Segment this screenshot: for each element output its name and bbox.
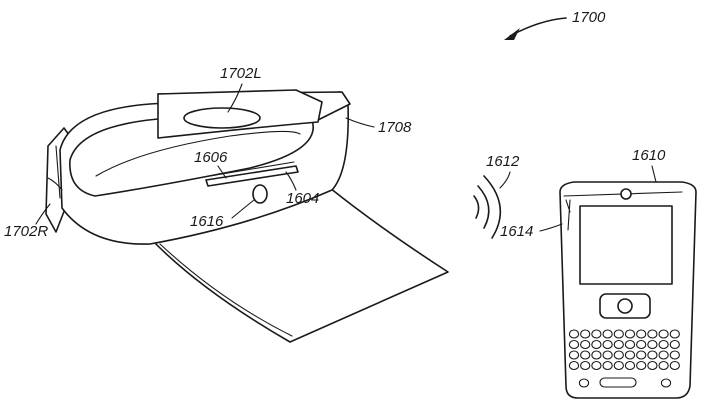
phone-key xyxy=(647,360,658,371)
label-1616: 1616 xyxy=(190,213,224,230)
phone-key xyxy=(624,329,636,339)
phone-key xyxy=(636,350,647,360)
phone-key xyxy=(624,339,636,350)
slot-1606 xyxy=(205,165,299,187)
phone-key xyxy=(568,350,580,360)
label-1700: 1700 xyxy=(572,9,606,26)
phone-key xyxy=(591,339,602,350)
leader-1604 xyxy=(285,171,297,191)
phone-space-key xyxy=(599,377,637,388)
slot-1606-edge xyxy=(209,161,295,177)
phone-key xyxy=(624,360,636,371)
label-1610: 1610 xyxy=(632,147,666,164)
phone-key xyxy=(602,360,613,371)
phone-key xyxy=(578,378,590,388)
visor-labels: 1702L 1708 1606 1604 1616 1702R xyxy=(4,65,412,240)
phone-key xyxy=(636,329,647,339)
phone-key xyxy=(568,360,580,371)
phone-key xyxy=(591,350,602,360)
phone-key xyxy=(580,339,591,350)
leader-1702R xyxy=(35,203,51,225)
phone-key xyxy=(669,339,680,350)
leader-1606 xyxy=(217,165,227,179)
phone-key xyxy=(613,360,624,371)
leader-1610 xyxy=(651,165,657,183)
phone-key xyxy=(613,350,624,360)
label-1702R: 1702R xyxy=(4,223,48,240)
wireless-signal-icon: 1612 xyxy=(473,153,520,239)
module-1702L-window xyxy=(183,107,261,129)
phone-key xyxy=(669,329,680,339)
leader-1614 xyxy=(539,223,563,232)
phone-key xyxy=(591,360,602,371)
phone-key xyxy=(602,329,613,339)
phone-keypad xyxy=(568,329,680,388)
phone-earpiece xyxy=(620,188,632,200)
phone-key xyxy=(669,350,680,360)
phone-key xyxy=(613,339,624,350)
leader-1616 xyxy=(231,199,255,219)
signal-arc-2 xyxy=(477,185,490,229)
phone-key xyxy=(580,329,591,339)
phone-labels: 1610 1614 xyxy=(500,147,666,240)
label-1604: 1604 xyxy=(286,190,319,207)
mobile-phone-icon xyxy=(559,181,697,399)
phone-key xyxy=(568,329,580,339)
phone-screen xyxy=(579,205,673,285)
phone-antenna xyxy=(565,199,571,231)
leader-1612 xyxy=(499,171,511,189)
phone-nav-button xyxy=(617,298,633,314)
phone-key xyxy=(647,329,658,339)
phone-key xyxy=(580,350,591,360)
signal-arc-1 xyxy=(473,195,480,219)
figure-reference-1700: 1700 xyxy=(504,9,606,40)
visor-headwear-icon xyxy=(45,89,449,343)
phone-key xyxy=(669,360,680,371)
sensor-1616 xyxy=(252,184,268,204)
headband-inner-edge xyxy=(95,130,301,177)
phone-key xyxy=(613,329,624,339)
label-1614: 1614 xyxy=(500,223,533,240)
label-1612: 1612 xyxy=(486,153,520,170)
label-1708: 1708 xyxy=(378,119,412,136)
phone-key xyxy=(568,339,580,350)
phone-key xyxy=(658,360,669,371)
leader-1702L xyxy=(227,83,243,113)
phone-key xyxy=(602,339,613,350)
phone-key xyxy=(624,350,636,360)
label-1606: 1606 xyxy=(194,149,228,166)
phone-key xyxy=(658,329,669,339)
phone-key xyxy=(591,329,602,339)
signal-arc-3 xyxy=(483,175,502,239)
leader-1708 xyxy=(345,117,375,128)
phone-key xyxy=(647,350,658,360)
module-1702R-edge xyxy=(47,177,63,191)
headband-inner-ring xyxy=(69,113,314,197)
phone-key xyxy=(658,350,669,360)
brim-edge xyxy=(159,243,293,337)
label-1702L: 1702L xyxy=(220,65,262,82)
strap-end-edge xyxy=(55,145,61,199)
phone-key xyxy=(602,350,613,360)
arrowhead-icon xyxy=(504,28,520,40)
phone-key xyxy=(660,378,672,388)
phone-key xyxy=(636,360,647,371)
reference-arrow-icon xyxy=(509,17,567,37)
phone-key xyxy=(647,339,658,350)
phone-key xyxy=(580,360,591,371)
phone-key xyxy=(636,339,647,350)
phone-key xyxy=(658,339,669,350)
